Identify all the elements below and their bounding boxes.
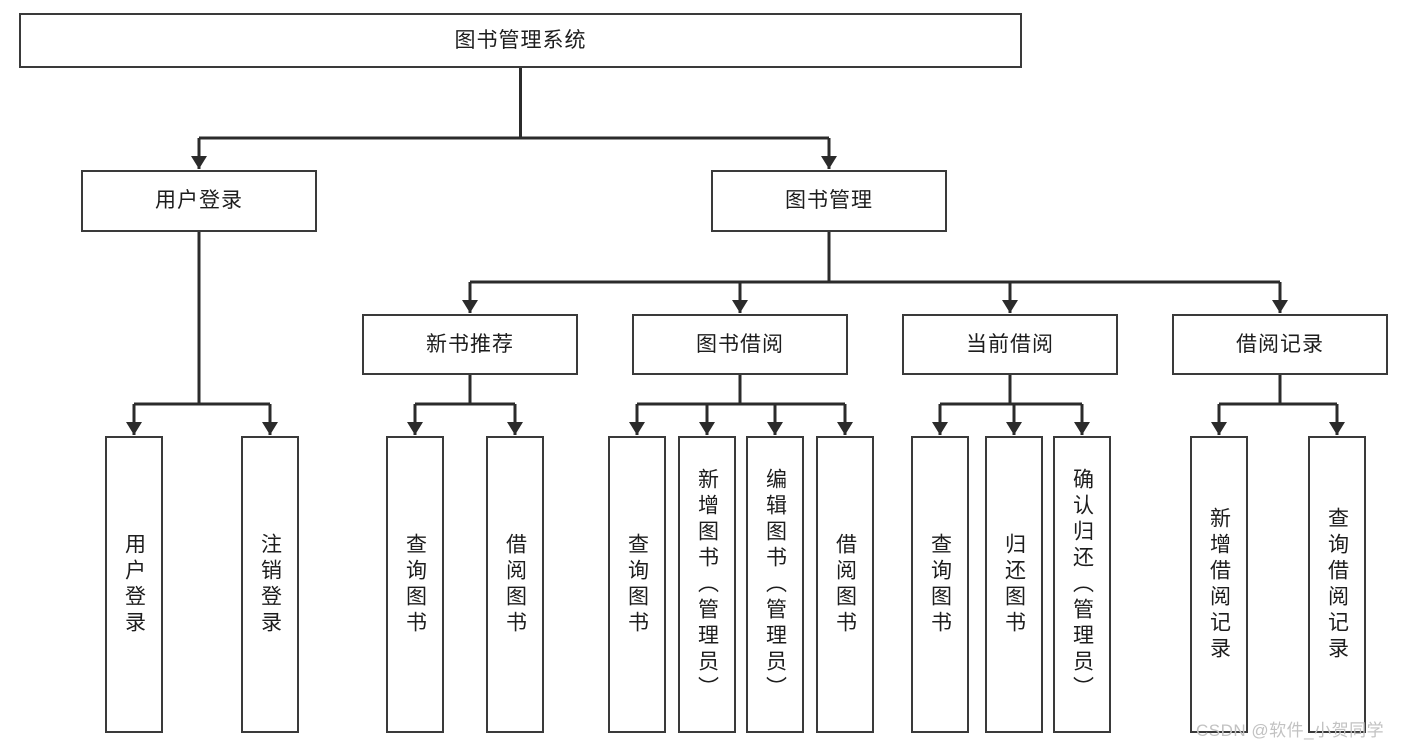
arrow-head-icon [262, 422, 278, 435]
arrow-head-icon [767, 422, 783, 435]
arrow-head-icon [462, 300, 478, 313]
node-c3[interactable]: 确认归还（管理员） [1053, 436, 1111, 733]
arrow-head-icon [629, 422, 645, 435]
node-label: 图书管理系统 [454, 28, 587, 52]
arrow-head-icon [821, 156, 837, 169]
node-c2[interactable]: 归还图书 [985, 436, 1043, 733]
arrow-head-icon [1329, 422, 1345, 435]
node-label: 借阅图书 [503, 532, 527, 637]
node-current[interactable]: 当前借阅 [902, 314, 1118, 375]
node-n2[interactable]: 借阅图书 [486, 436, 544, 733]
node-login[interactable]: 用户登录 [81, 170, 317, 232]
arrow-head-icon [1074, 422, 1090, 435]
arrow-head-icon [732, 300, 748, 313]
node-newbook[interactable]: 新书推荐 [362, 314, 578, 375]
node-label: 查询图书 [625, 532, 649, 637]
node-label: 借阅图书 [833, 532, 857, 637]
arrow-head-icon [1006, 422, 1022, 435]
node-label: 注销登录 [258, 532, 282, 637]
node-label: 新书推荐 [426, 332, 514, 356]
node-label: 图书借阅 [696, 332, 784, 356]
node-label: 归还图书 [1002, 532, 1026, 637]
arrow-head-icon [699, 422, 715, 435]
node-root[interactable]: 图书管理系统 [19, 13, 1022, 68]
arrow-head-icon [507, 422, 523, 435]
arrow-head-icon [1272, 300, 1288, 313]
node-r1[interactable]: 新增借阅记录 [1190, 436, 1248, 733]
node-label: 新增图书（管理员） [695, 467, 719, 702]
node-label: 图书管理 [785, 189, 873, 213]
arrow-head-icon [191, 156, 207, 169]
arrow-head-icon [837, 422, 853, 435]
node-label: 确认归还（管理员） [1070, 467, 1094, 702]
node-n1[interactable]: 查询图书 [386, 436, 444, 733]
node-label: 用户登录 [155, 189, 243, 213]
node-l1[interactable]: 用户登录 [105, 436, 163, 733]
node-bookmgmt[interactable]: 图书管理 [711, 170, 947, 232]
node-label: 查询借阅记录 [1325, 506, 1349, 663]
arrow-head-icon [1002, 300, 1018, 313]
node-label: 查询图书 [403, 532, 427, 637]
node-b1[interactable]: 查询图书 [608, 436, 666, 733]
arrow-head-icon [407, 422, 423, 435]
node-records[interactable]: 借阅记录 [1172, 314, 1388, 375]
arrow-head-icon [126, 422, 142, 435]
node-r2[interactable]: 查询借阅记录 [1308, 436, 1366, 733]
node-label: 当前借阅 [966, 332, 1054, 356]
node-label: 借阅记录 [1236, 332, 1324, 356]
node-b4[interactable]: 借阅图书 [816, 436, 874, 733]
node-label: 新增借阅记录 [1207, 506, 1231, 663]
node-c1[interactable]: 查询图书 [911, 436, 969, 733]
node-borrow[interactable]: 图书借阅 [632, 314, 848, 375]
arrow-head-icon [1211, 422, 1227, 435]
node-label: 查询图书 [928, 532, 952, 637]
arrow-head-icon [932, 422, 948, 435]
node-label: 编辑图书（管理员） [763, 467, 787, 702]
node-label: 用户登录 [122, 532, 146, 637]
node-b2[interactable]: 新增图书（管理员） [678, 436, 736, 733]
node-l2[interactable]: 注销登录 [241, 436, 299, 733]
node-b3[interactable]: 编辑图书（管理员） [746, 436, 804, 733]
